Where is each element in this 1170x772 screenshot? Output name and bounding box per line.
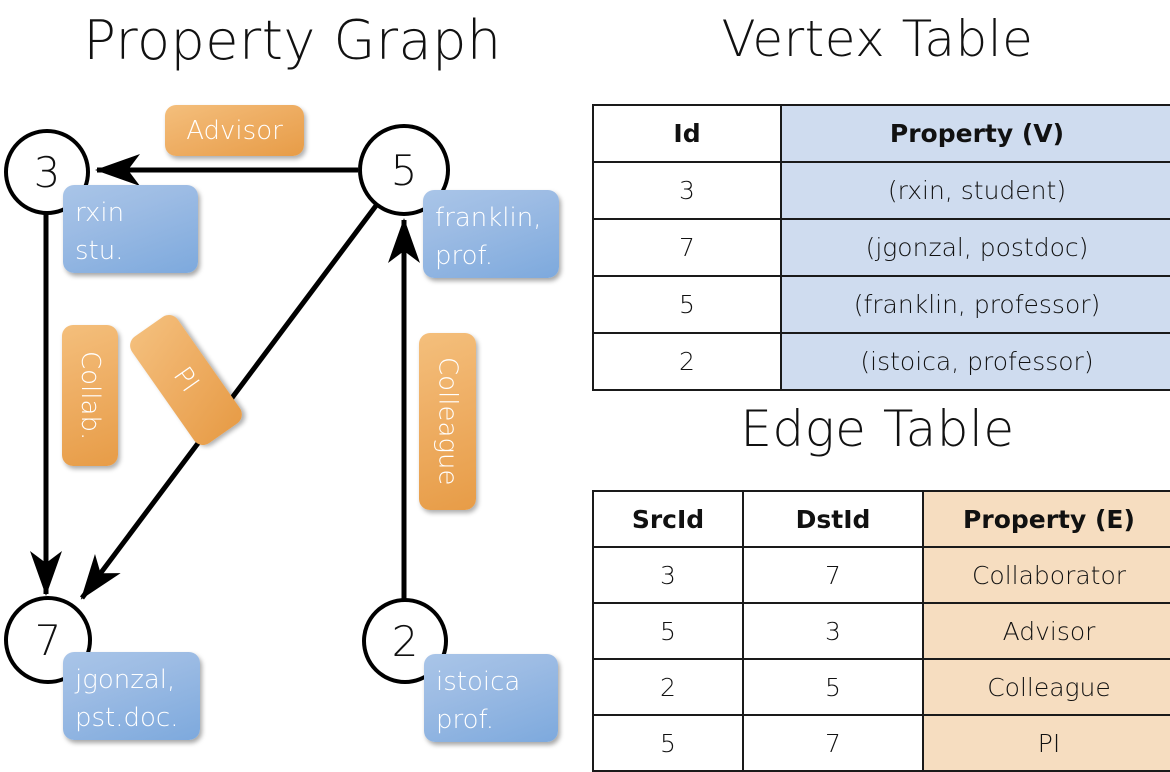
table-row: 2 5 Colleague (592, 658, 1170, 716)
edge-table-cell-prop: Colleague (922, 658, 1170, 716)
edge-label-collab-text: Collab. (75, 350, 105, 441)
edge-table-header-row: SrcId DstId Property (E) (592, 490, 1170, 548)
vertex-property-box-7-line1: jgonzal, (75, 665, 176, 695)
vertex-property-box-3-line1: rxin (75, 198, 125, 228)
table-row: 3 (rxin, student) (592, 161, 1170, 220)
edge-table-header-prop: Property (E) (922, 490, 1170, 548)
edge-table-cell-srcid: 5 (592, 602, 744, 660)
table-row: 3 7 Collaborator (592, 546, 1170, 604)
edge-table-cell-prop: Collaborator (922, 546, 1170, 604)
vertex-property-box-7: jgonzal, pst.doc. (63, 652, 200, 740)
edge-table-cell-dstid: 5 (742, 658, 924, 716)
table-row: 5 3 Advisor (592, 602, 1170, 660)
graph-node-5-label: 5 (390, 145, 418, 195)
vertex-table-cell-prop: (franklin, professor) (780, 275, 1170, 334)
vertex-property-box-7-line2: pst.doc. (75, 702, 179, 733)
vertex-table-cell-id: 3 (592, 161, 782, 220)
page-title-edge-table: Edge Table (740, 400, 1015, 458)
edge-table-cell-srcid: 3 (592, 546, 744, 604)
graph-node-2-label: 2 (391, 616, 419, 666)
vertex-property-box-5: franklin, prof. (423, 190, 559, 278)
vertex-table-cell-prop: (rxin, student) (780, 161, 1170, 220)
table-row: 7 (jgonzal, postdoc) (592, 218, 1170, 277)
vertex-table-cell-prop: (istoica, professor) (780, 332, 1170, 391)
edge-table-cell-prop: PI (922, 714, 1170, 772)
vertex-property-box-2-line1: istoica (436, 667, 521, 697)
vertex-property-box-3-line2: stu. (75, 235, 124, 266)
edge-label-advisor-text: Advisor (186, 115, 283, 146)
edge-table-cell-prop: Advisor (922, 602, 1170, 660)
vertex-property-box-5-line1: franklin, (435, 203, 542, 233)
page-title-vertex-table: Vertex Table (721, 10, 1034, 68)
edge-label-pi-text: PI (167, 361, 205, 399)
edge-table-cell-srcid: 2 (592, 658, 744, 716)
vertex-property-box-2-line2: prof. (436, 704, 495, 735)
edge-table-cell-dstid: 7 (742, 546, 924, 604)
edge-label-box-collab: Collab. (62, 325, 118, 466)
vertex-table-header-row: Id Property (V) (592, 104, 1170, 163)
edge-table: SrcId DstId Property (E) 3 7 Collaborato… (592, 490, 1170, 772)
graph-node-5[interactable]: 5 (358, 124, 450, 216)
table-row: 2 (istoica, professor) (592, 332, 1170, 391)
vertex-property-box-3: rxin stu. (63, 185, 198, 273)
edge-table-cell-dstid: 3 (742, 602, 924, 660)
vertex-property-box-5-line2: prof. (435, 240, 494, 271)
edge-table-header-srcid: SrcId (592, 490, 744, 548)
graph-node-3-label: 3 (33, 147, 61, 197)
graph-node-7-label: 7 (34, 615, 62, 665)
vertex-table-cell-prop: (jgonzal, postdoc) (780, 218, 1170, 277)
table-row: 5 (franklin, professor) (592, 275, 1170, 334)
property-graph-panel: 3 5 7 2 rxin stu. franklin, prof. jgonza… (0, 0, 585, 760)
edge-table-cell-srcid: 5 (592, 714, 744, 772)
edge-label-colleague-text: Colleague (432, 357, 463, 486)
vertex-table-cell-id: 7 (592, 218, 782, 277)
vertex-table-cell-id: 5 (592, 275, 782, 334)
edge-table-cell-dstid: 7 (742, 714, 924, 772)
page-title-property-graph: Property Graph (83, 9, 502, 72)
edge-label-box-colleague: Colleague (419, 333, 476, 510)
vertex-property-box-2: istoica prof. (424, 654, 558, 742)
edge-label-box-advisor: Advisor (165, 105, 304, 156)
graph-node-2[interactable]: 2 (362, 598, 448, 684)
table-row: 5 7 PI (592, 714, 1170, 772)
edge-table-header-dstid: DstId (742, 490, 924, 548)
vertex-table-header-id: Id (592, 104, 782, 163)
vertex-table: Id Property (V) 3 (rxin, student) 7 (jgo… (592, 104, 1170, 391)
vertex-table-cell-id: 2 (592, 332, 782, 391)
vertex-table-header-prop: Property (V) (780, 104, 1170, 163)
